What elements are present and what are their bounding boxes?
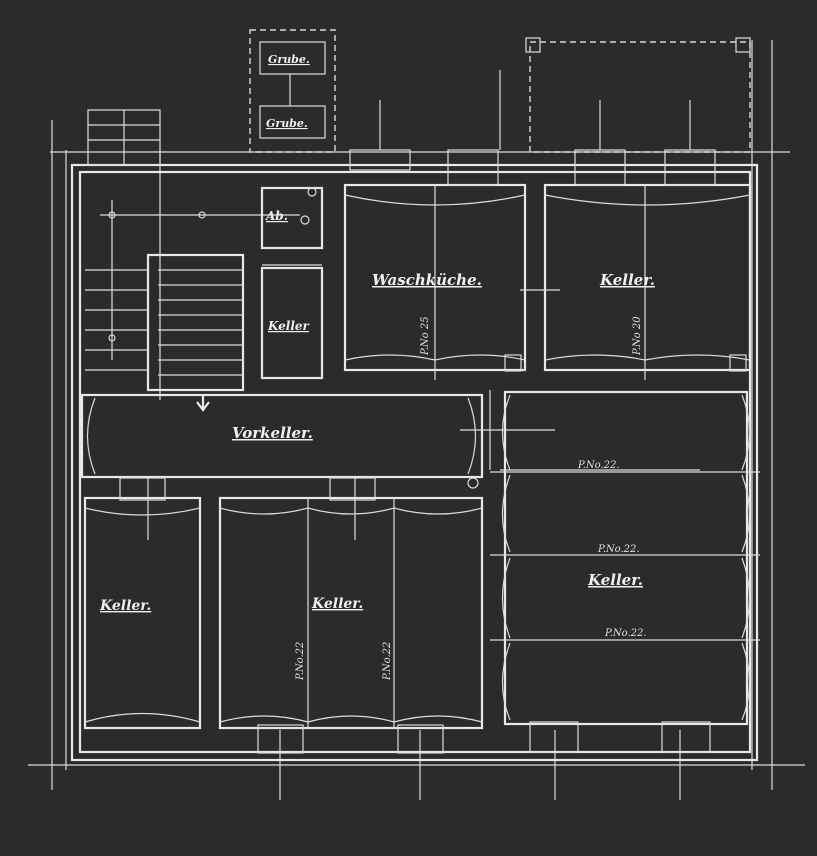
- room-labels: Grube. Grube. Ab. Keller Waschküche. Kel…: [99, 53, 655, 614]
- label-keller-ne: Keller.: [599, 271, 655, 289]
- beam-label-e2: P.No.22.: [597, 544, 640, 555]
- label-grube-2: Grube.: [266, 117, 308, 130]
- label-ab: Ab.: [265, 209, 288, 223]
- beam-label-s1: P.No.22: [295, 642, 306, 681]
- beam-annotations: P.No 25 P.No 20 P.No.22. P.No.22. P.No.2…: [295, 316, 647, 681]
- room-vorkeller: [80, 390, 555, 489]
- pit-block: [249, 29, 336, 153]
- room-keller-small: [260, 264, 324, 380]
- construction-lines: [28, 40, 805, 800]
- label-keller-sw: Keller.: [99, 598, 151, 614]
- beam-label-s2: P.No.22: [382, 642, 393, 681]
- room-keller-e: [490, 390, 760, 753]
- outer-walls: [70, 163, 759, 762]
- room-keller-sw: [83, 477, 202, 730]
- beam-label-e1: P.No.22.: [577, 460, 620, 471]
- beam-label-e3: P.No.22.: [604, 628, 647, 639]
- label-keller-small: Keller: [267, 319, 311, 333]
- label-keller-e: Keller.: [587, 571, 643, 589]
- yard-outline: [525, 37, 751, 153]
- beam-label-wasch: P.No 25: [420, 316, 431, 356]
- room-keller-s: [218, 477, 484, 754]
- interior-stair: [85, 253, 245, 412]
- label-vorkeller: Vorkeller.: [232, 424, 313, 442]
- label-grube-1: Grube.: [268, 53, 310, 66]
- room-ab: [260, 186, 324, 250]
- room-waschkueche: [343, 149, 527, 380]
- beam-label-keller-ne: P.No 20: [632, 316, 643, 356]
- room-keller-ne: [520, 149, 752, 380]
- label-keller-s: Keller.: [311, 596, 363, 612]
- external-stair: [87, 109, 161, 166]
- label-waschkueche: Waschküche.: [372, 271, 482, 289]
